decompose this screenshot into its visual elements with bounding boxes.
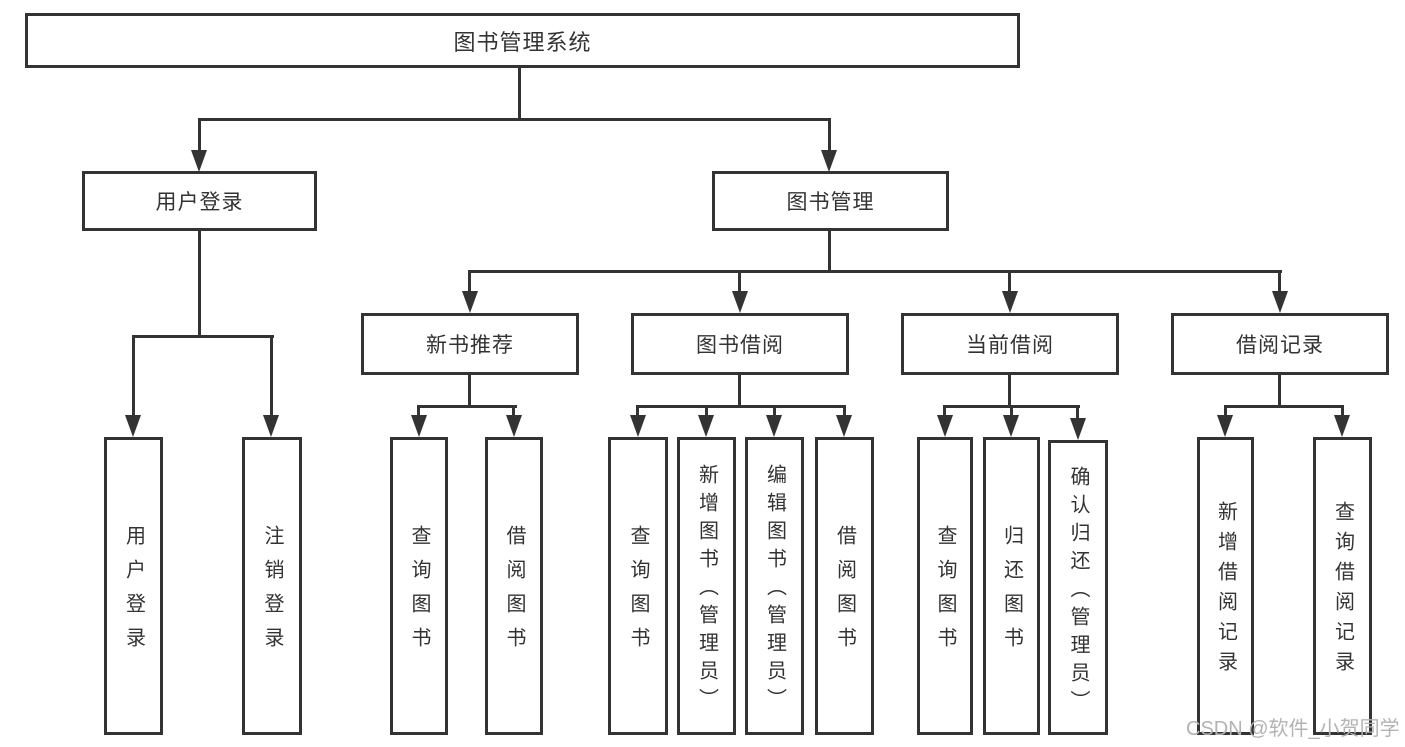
connector-bookmgmt-drop-1: [468, 270, 471, 292]
node-label: 借阅记录: [1236, 334, 1324, 357]
connector-newbook-stem: [468, 375, 471, 407]
leaf-label: 查询图书: [627, 525, 649, 661]
connector-records-drop-1: [1224, 405, 1227, 417]
arrowhead-leaf-user-login: [125, 415, 141, 437]
arrowhead-user-login: [191, 150, 207, 172]
connector-root-drop-right: [828, 118, 831, 151]
leaf-label: 查询图书: [934, 525, 956, 661]
arrowhead-current-borrow: [1002, 291, 1018, 313]
connector-root-stem: [518, 68, 521, 118]
node-label: 图书借阅: [696, 334, 784, 357]
leaf-add-book-admin: 新增图书（管理员）: [677, 437, 736, 735]
connector-current-drop-1: [943, 405, 946, 417]
connector-bookmgmt-stem: [828, 231, 831, 272]
connector-userlogin-drop-right: [270, 335, 273, 416]
csdn-watermark: CSDN @软件_小贺同学: [1186, 718, 1400, 740]
connector-bookmgmt-drop-2: [738, 270, 741, 292]
leaf-label: 借阅图书: [503, 525, 525, 661]
arrowhead-borrow-book-2: [836, 415, 852, 437]
leaf-edit-book-admin: 编辑图书（管理员）: [745, 437, 804, 735]
arrowhead-book-borrow: [732, 291, 748, 313]
leaf-label: 查询借阅记录: [1331, 501, 1354, 681]
arrowhead-edit-book: [766, 415, 782, 437]
leaf-label: 新增借阅记录: [1214, 501, 1237, 681]
connector-current-stem: [1008, 375, 1011, 407]
leaf-logout: 注销登录: [242, 437, 302, 735]
connector-borrowing-drop-3: [773, 405, 776, 417]
connector-borrowing-bar: [636, 405, 846, 408]
connector-records-bar: [1224, 405, 1344, 408]
connector-bookmgmt-drop-3: [1008, 270, 1011, 292]
leaf-return-book: 归还图书: [983, 437, 1040, 735]
arrowhead-add-record: [1217, 415, 1233, 437]
node-user-login-group: 用户登录: [82, 171, 317, 231]
arrowhead-query-record: [1334, 415, 1350, 437]
connector-userlogin-stem: [198, 231, 201, 335]
arrowhead-borrow-records: [1272, 291, 1288, 313]
node-book-borrowing: 图书借阅: [631, 313, 849, 375]
arrowhead-add-book: [698, 415, 714, 437]
connector-userlogin-drop-left: [132, 335, 135, 416]
connector-current-drop-2: [1010, 405, 1013, 417]
leaf-label: 注销登录: [261, 525, 283, 661]
arrowhead-borrow-book-1: [506, 415, 522, 437]
connector-userlogin-bar: [132, 335, 274, 338]
node-label: 新书推荐: [426, 334, 514, 357]
arrowhead-query-book-2: [630, 415, 646, 437]
node-book-management: 图书管理: [712, 171, 949, 231]
node-label: 图书管理: [786, 191, 875, 214]
leaf-query-borrow-record: 查询借阅记录: [1313, 437, 1372, 735]
leaf-label: 确认归还（管理员）: [1067, 465, 1089, 718]
leaf-borrow-book-1: 借阅图书: [485, 437, 543, 735]
leaf-label: 编辑图书（管理员）: [763, 464, 786, 716]
connector-current-drop-3: [1076, 405, 1079, 419]
arrowhead-confirm-return: [1070, 418, 1086, 440]
arrowhead-query-book-3: [937, 415, 953, 437]
arrowhead-query-book-1: [411, 415, 427, 437]
connector-root-drop-left: [198, 118, 201, 151]
arrowhead-return-book: [1003, 415, 1019, 437]
connector-borrowing-drop-4: [843, 405, 846, 417]
node-label: 用户登录: [155, 191, 244, 214]
leaf-user-login: 用户登录: [104, 437, 163, 735]
connector-borrowing-stem: [738, 375, 741, 407]
arrowhead-book-mgmt: [821, 150, 837, 172]
leaf-label: 归还图书: [1000, 525, 1023, 661]
leaf-add-borrow-record: 新增借阅记录: [1197, 437, 1254, 735]
connector-borrowing-drop-1: [636, 405, 639, 417]
node-label: 图书管理系统: [453, 29, 592, 55]
connector-records-drop-2: [1341, 405, 1344, 417]
leaf-label: 新增图书（管理员）: [695, 464, 718, 716]
connector-newbook-drop-2: [512, 405, 515, 417]
leaf-query-book-2: 查询图书: [608, 437, 668, 735]
leaf-label: 借阅图书: [833, 525, 856, 661]
leaf-label: 用户登录: [122, 525, 145, 661]
arrowhead-leaf-logout: [263, 415, 279, 437]
connector-bookmgmt-bar: [468, 270, 1282, 273]
leaf-label: 查询图书: [408, 525, 430, 661]
node-current-borrowing: 当前借阅: [901, 313, 1119, 375]
leaf-query-book-1: 查询图书: [390, 437, 448, 735]
leaf-confirm-return-admin: 确认归还（管理员）: [1048, 440, 1108, 735]
leaf-query-book-3: 查询图书: [917, 437, 973, 735]
connector-newbook-bar: [417, 405, 517, 408]
connector-records-stem: [1278, 375, 1281, 407]
connector-borrowing-drop-2: [705, 405, 708, 417]
node-label: 当前借阅: [966, 334, 1054, 357]
node-library-system: 图书管理系统: [25, 13, 1020, 68]
leaf-borrow-book-2: 借阅图书: [815, 437, 874, 735]
connector-newbook-drop-1: [417, 405, 420, 417]
arrowhead-new-book-rec: [462, 291, 478, 313]
node-new-book-recommend: 新书推荐: [361, 313, 579, 375]
connector-bookmgmt-drop-4: [1278, 270, 1281, 292]
node-borrowing-records: 借阅记录: [1171, 313, 1389, 375]
connector-root-bar: [198, 118, 831, 121]
